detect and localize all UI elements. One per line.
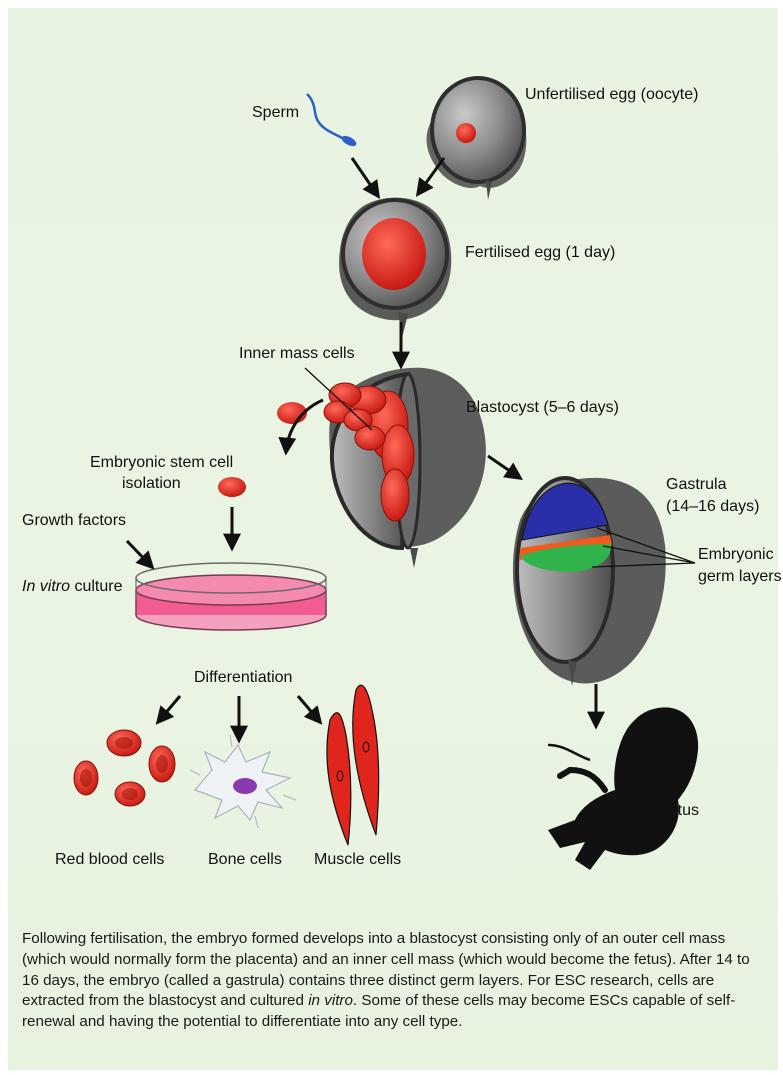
petri-dish-illustration	[136, 563, 326, 630]
label-growth-factors: Growth factors	[22, 511, 126, 530]
arrow-egg-to-fertilised	[418, 158, 444, 194]
label-red-blood-cells: Red blood cells	[55, 850, 164, 869]
unfertilised-egg-illustration	[427, 78, 527, 200]
label-bone-cells: Bone cells	[208, 850, 282, 869]
label-germ-layers-line1: Embryonic	[698, 545, 774, 564]
arrow-to-red-blood-cells	[158, 696, 180, 722]
label-blastocyst: Blastocyst (5–6 days)	[466, 398, 619, 417]
label-esc-isolation-line2: isolation	[122, 474, 181, 493]
label-muscle-cells: Muscle cells	[314, 850, 401, 869]
label-unfertilised-egg: Unfertilised egg (oocyte)	[525, 85, 698, 104]
bone-cell-illustration	[190, 735, 296, 828]
label-sperm: Sperm	[252, 103, 299, 122]
label-inner-mass-cells: Inner mass cells	[239, 344, 355, 363]
label-germ-layers-line2: germ layers	[698, 567, 782, 586]
caption-italic: in vitro	[308, 992, 353, 1009]
label-culture: culture	[70, 578, 122, 595]
fertilised-egg-illustration	[339, 198, 451, 338]
muscle-cells-illustration	[327, 685, 379, 845]
arrow-growth-factors	[127, 541, 152, 567]
isolated-cell-2	[218, 477, 246, 497]
label-esc-isolation-line1: Embryonic stem cell	[90, 453, 233, 472]
sperm-illustration	[307, 94, 358, 148]
arrow-sperm-to-fertilised	[352, 158, 378, 196]
fetus-illustration	[548, 707, 698, 870]
label-fetus: Fetus	[659, 801, 699, 820]
label-differentiation: Differentiation	[194, 668, 292, 687]
figure-caption: Following fertilisation, the embryo form…	[22, 929, 764, 1033]
arrow-blastocyst-to-gastrula	[488, 456, 520, 478]
arrow-to-muscle-cells	[298, 696, 320, 722]
blastocyst-illustration	[324, 368, 486, 568]
label-fertilised-egg: Fertilised egg (1 day)	[465, 243, 615, 262]
label-in-vitro-italic: In vitro	[22, 578, 70, 595]
red-blood-cells-illustration	[74, 730, 175, 806]
label-in-vitro-culture: In vitro culture	[22, 577, 122, 596]
gastrula-illustration	[513, 478, 666, 686]
label-gastrula-line2: (14–16 days)	[666, 497, 759, 516]
label-gastrula-line1: Gastrula	[666, 475, 726, 494]
